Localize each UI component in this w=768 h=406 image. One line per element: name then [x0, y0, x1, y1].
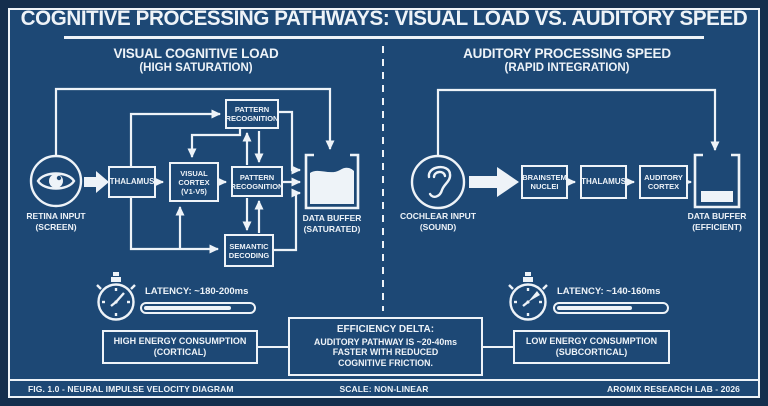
efficiency-delta-box: EFFICIENCY DELTA: AUDITORY PATHWAY IS ~2… [288, 317, 483, 376]
left-section-header: VISUAL COGNITIVE LOAD (HIGH SATURATION) [46, 46, 346, 76]
efficiency-delta-title: EFFICIENCY DELTA: [336, 324, 435, 335]
title-underline [64, 36, 704, 39]
node-thalamus-left: THALAMUS [108, 166, 156, 198]
footer-figure-label: FIG. 1.0 - NEURAL IMPULSE VELOCITY DIAGR… [28, 384, 234, 394]
cochlear-input-label: COCHLEAR INPUT (SOUND) [399, 211, 477, 233]
ear-icon [410, 154, 466, 210]
right-section-header: AUDITORY PROCESSING SPEED (RAPID INTEGRA… [417, 46, 717, 76]
stopwatch-icon-left [96, 272, 136, 321]
right-pathway-wires [436, 88, 720, 187]
latency-bar-left-fill [144, 306, 232, 310]
eye-icon [29, 154, 83, 208]
flow-arrow-retina-to-thalamus [84, 171, 109, 193]
latency-label-left: LATENCY: ~180-200ms [145, 286, 249, 297]
data-buffer-saturated-label: DATA BUFFER (SATURATED) [302, 213, 362, 235]
node-pattern-recognition-mid: PATTERN RECOGNITION [231, 166, 283, 197]
retina-input-label: RETINA INPUT (SCREEN) [26, 211, 86, 233]
right-section-heading: AUDITORY PROCESSING SPEED [463, 46, 671, 61]
left-section-heading: VISUAL COGNITIVE LOAD [113, 46, 279, 61]
data-buffer-saturated-icon [304, 153, 360, 210]
node-semantic-decoding: SEMANTIC DECODING [224, 234, 274, 267]
flow-arrow-cochlea-to-brainstem [469, 167, 519, 197]
latency-bar-right [553, 302, 669, 314]
efficiency-delta-body: AUDITORY PATHWAY IS ~20-40ms FASTER WITH… [314, 336, 457, 369]
latency-bar-left [140, 302, 256, 314]
latency-bar-right-fill [557, 306, 633, 310]
node-auditory-cortex: AUDITORY CORTEX [639, 165, 688, 199]
left-pathway-wires [54, 87, 335, 254]
data-buffer-efficient-label: DATA BUFFER (EFFICIENT) [687, 211, 747, 233]
left-section-subheading: (HIGH SATURATION) [139, 62, 253, 75]
high-energy-consumption-box: HIGH ENERGY CONSUMPTION (CORTICAL) [102, 330, 258, 364]
footer-scale-label: SCALE: NON-LINEAR [339, 384, 429, 394]
page-title: COGNITIVE PROCESSING PATHWAYS: VISUAL LO… [20, 7, 748, 30]
node-pattern-recognition-top: PATTERN RECOGNITION [225, 99, 279, 129]
node-thalamus-right: THALAMUS [580, 165, 627, 199]
data-buffer-efficient-icon [693, 153, 741, 209]
stopwatch-icon-right [508, 272, 548, 321]
low-energy-consumption-box: LOW ENERGY CONSUMPTION (SUBCORTICAL) [513, 330, 670, 364]
node-visual-cortex: VISUAL CORTEX (V1-V5) [169, 162, 219, 202]
right-section-subheading: (RAPID INTEGRATION) [504, 62, 630, 75]
footer-lab-label: AROMIX RESEARCH LAB - 2026 [607, 384, 740, 394]
latency-label-right: LATENCY: ~140-160ms [557, 286, 661, 297]
footer-divider [10, 379, 758, 381]
node-brainstem-nuclei: BRAINSTEM NUCLEI [521, 165, 568, 199]
